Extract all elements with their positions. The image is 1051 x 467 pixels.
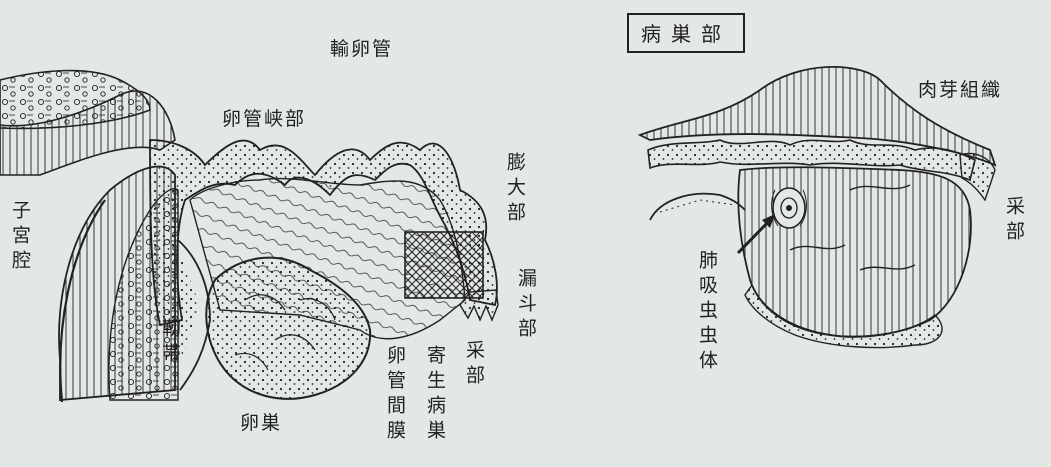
fimbria-left-label: 采部 [464,340,483,390]
ligament-label: 靭帯 [160,318,179,368]
granulation-tissue-label: 肉芽組織 [918,75,1002,102]
ampulla-label: 膨大部 [505,152,524,227]
lesion-title: 病巣部 [627,13,745,53]
infundibulum-label: 漏斗部 [516,268,535,343]
mesosalpinx-curve [650,194,745,220]
parasitic-lesion [405,232,483,298]
ovary-label: 卵巣 [240,408,282,435]
isthmus-label: 卵管峡部 [222,104,306,131]
mesosalpinx-label: 卵管間膜 [385,345,404,445]
tube-title: 輸卵管 [330,34,393,61]
parasitic-lesion-label: 寄生病巣 [425,345,444,445]
lung-fluke [772,188,807,228]
fimbria-right-label: 采部 [1004,196,1023,246]
uterine-cavity-label: 子宮腔 [10,200,29,275]
ligament [178,240,210,390]
lung-fluke-label: 肺吸虫虫体 [697,250,716,375]
